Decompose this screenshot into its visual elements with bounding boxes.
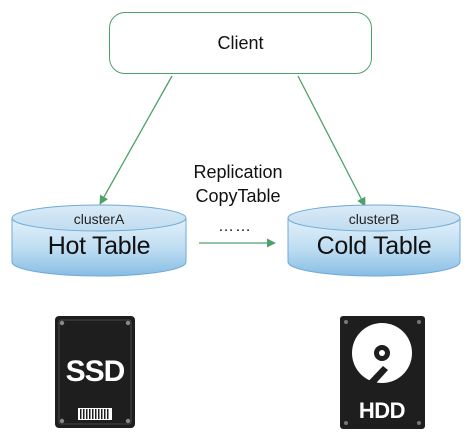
ssd-icon: SSD: [55, 316, 135, 428]
client-to-clusterA-arrow: [99, 75, 173, 205]
copytable-label: CopyTable: [195, 186, 281, 206]
cold-table-label: Cold Table: [316, 232, 432, 260]
ssd-text: SSD: [66, 355, 125, 388]
replication-dots: ……: [218, 218, 252, 235]
hot-table-label: Hot Table: [47, 232, 151, 260]
client-to-clusterB-arrow: [297, 75, 366, 207]
replication-label: Replication: [193, 162, 283, 182]
hdd-icon: HDD: [340, 316, 425, 429]
client-label: Client: [217, 32, 264, 53]
hdd-text: HDD: [359, 398, 405, 423]
cluster-a-cylinder: [11, 204, 187, 277]
cluster-b-cylinder: [287, 204, 461, 277]
cluster-a-label: clusterA: [73, 211, 125, 227]
client-node: Client: [109, 12, 372, 74]
cluster-b-label: clusterB: [348, 211, 400, 227]
